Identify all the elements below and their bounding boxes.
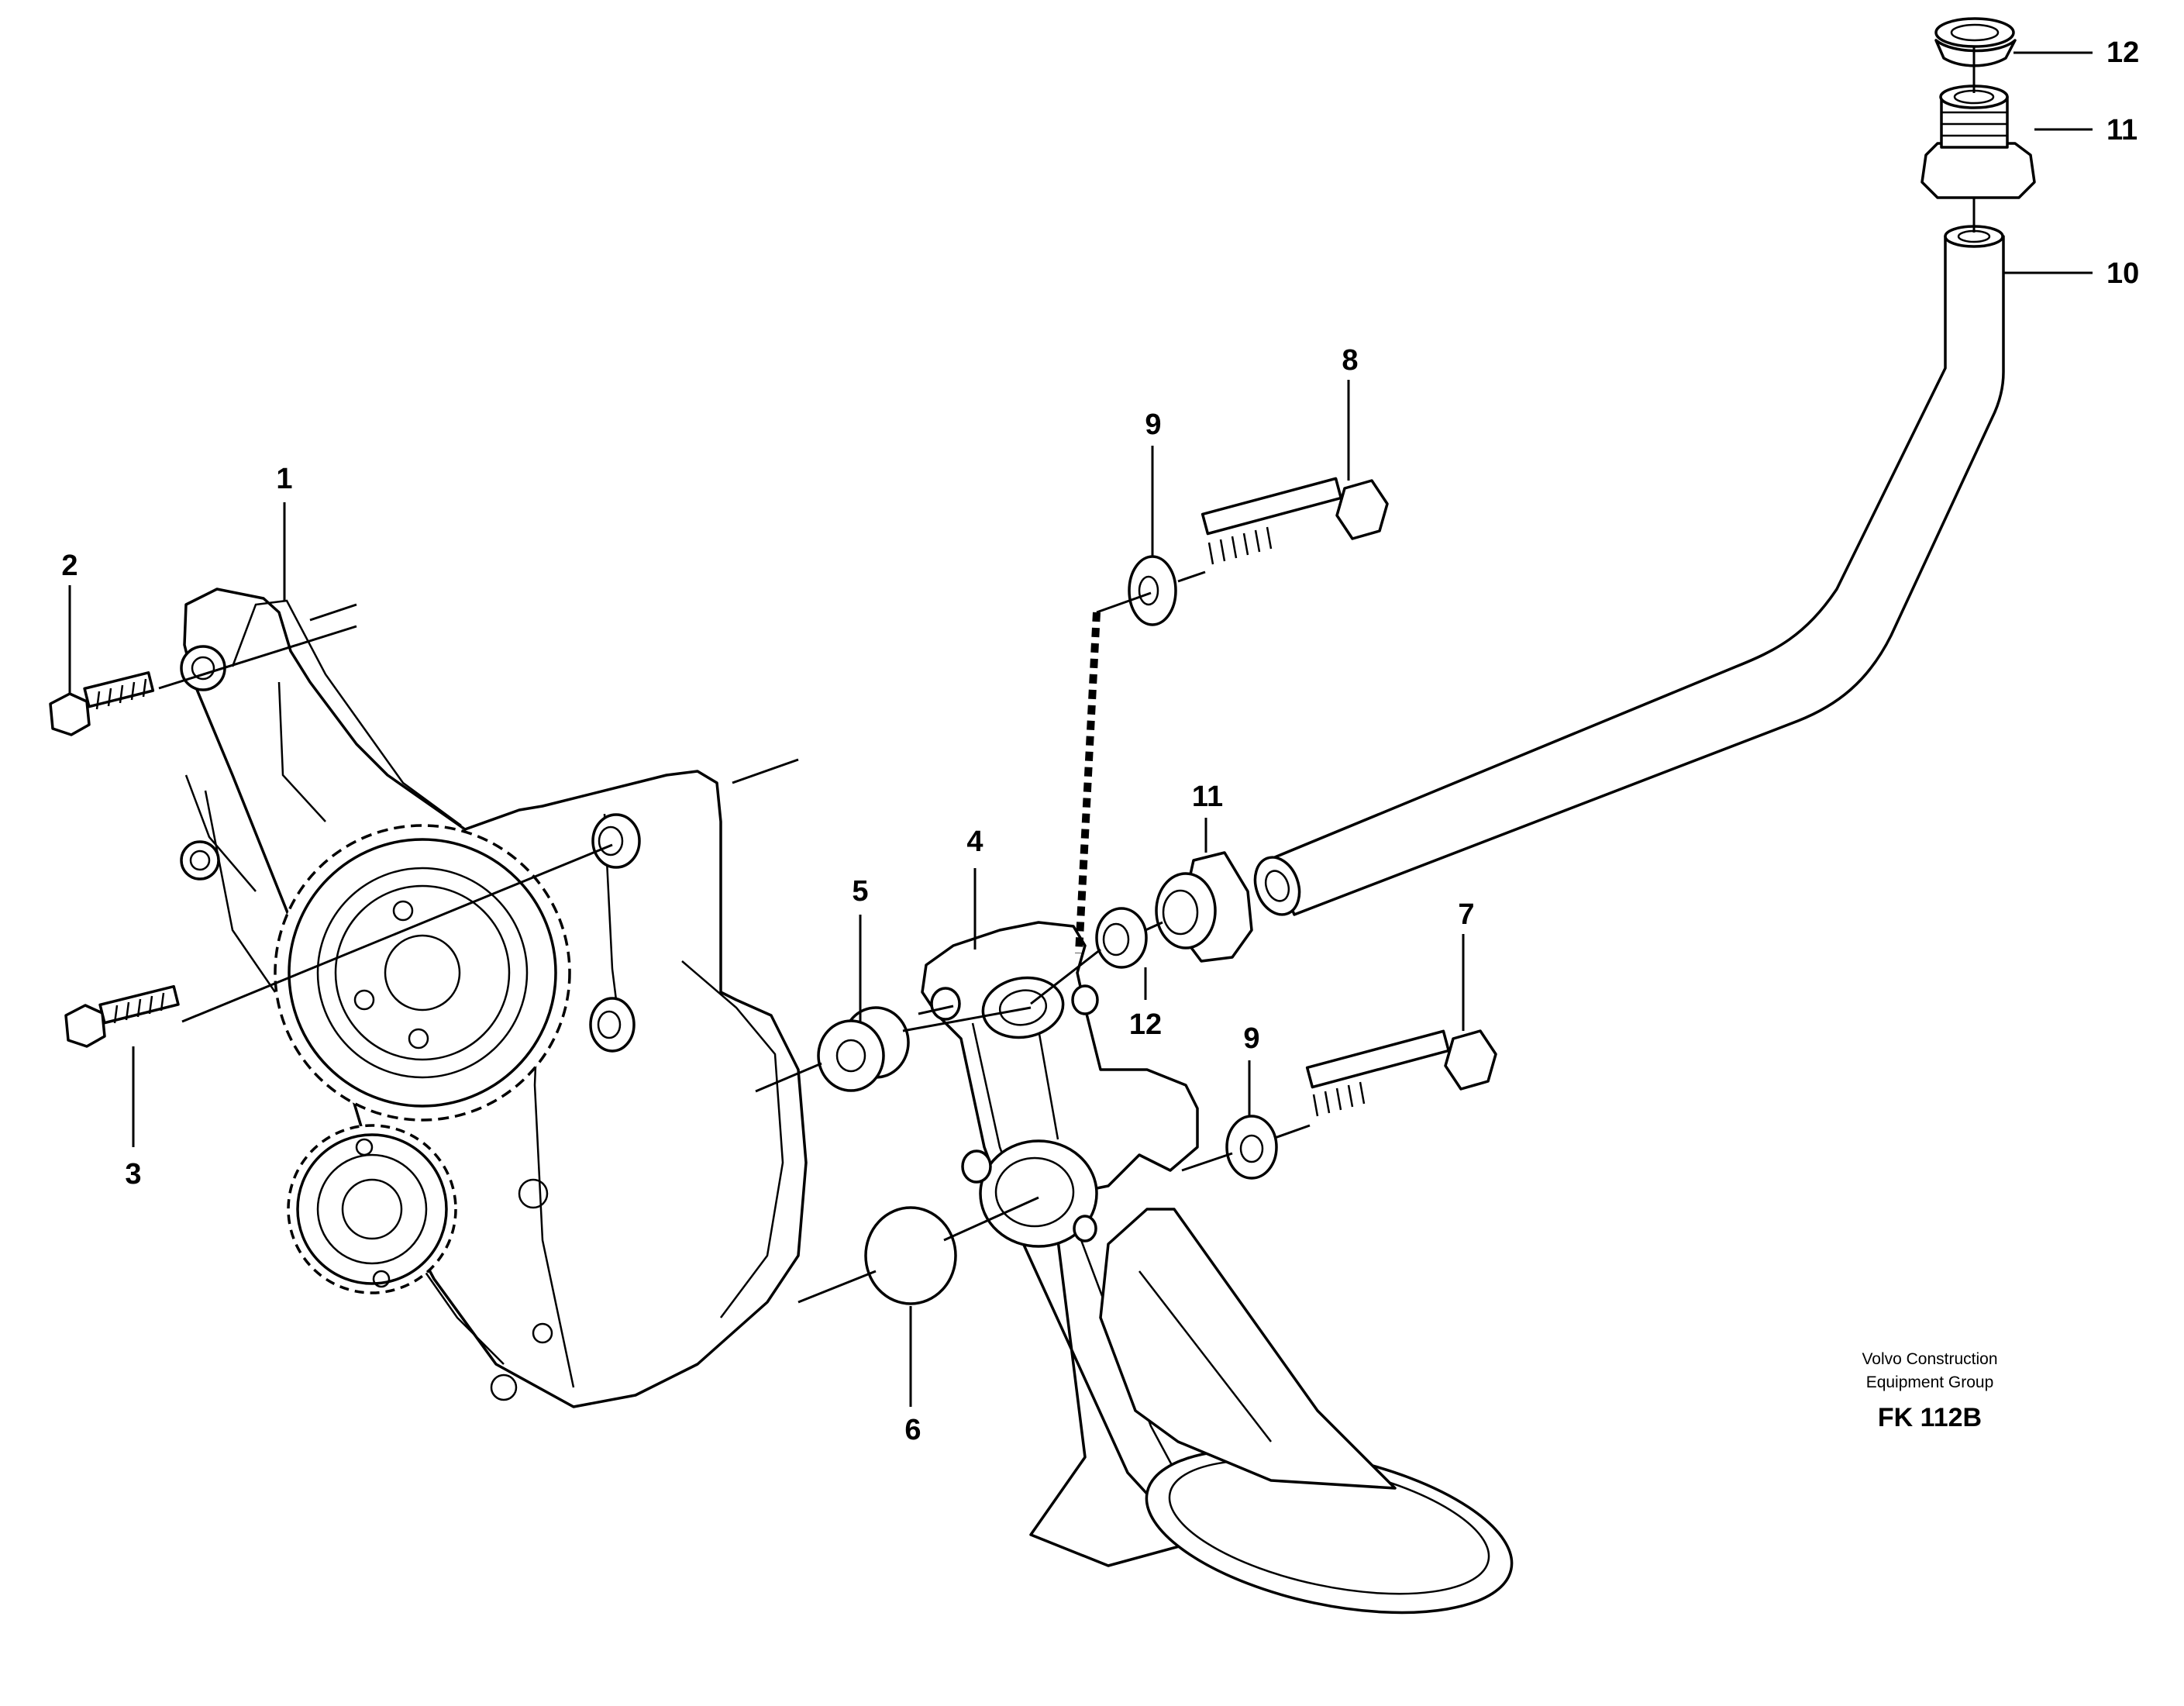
union-nipple-11-middle [1155,851,1253,963]
pump-driven-gear [287,1124,457,1294]
washer-9-top [1128,555,1177,626]
oil-pipe-10 [1253,225,2005,916]
screw-2 [49,671,155,736]
drawing-code: FK 112B [1878,1403,1982,1432]
sleeve-5 [817,1006,910,1092]
callout-9-bottom: 9 [1243,1022,1259,1055]
union-nipple-11-top [1920,84,2036,199]
callout-labels: 1 2 3 4 5 6 7 8 9 9 10 11 11 12 12 [61,36,2139,1446]
leader-lines [68,51,2093,1407]
callout-11-middle: 11 [1192,781,1223,813]
screw-8 [1201,477,1389,565]
callout-11-top: 11 [2106,114,2137,146]
callout-6: 6 [904,1414,921,1446]
o-ring-6 [864,1206,957,1305]
screw-3 [64,984,180,1048]
callout-10: 10 [2106,257,2139,290]
assembly-centerlines [158,47,1976,1304]
callout-7: 7 [1458,898,1474,931]
callout-12-middle: 12 [1129,1008,1162,1041]
suction-pipe-assembly [921,921,1514,1615]
screw-7 [1305,1029,1497,1117]
callout-5: 5 [852,875,868,908]
washer-9-bottom [1225,1115,1278,1180]
pump-drive-gear [274,824,571,1122]
credit-line-2: Equipment Group [1866,1373,1994,1391]
callout-3: 3 [125,1158,141,1191]
callout-1: 1 [276,463,292,495]
seal-ring-12-middle [1095,907,1148,969]
credit-line-1: Volvo Construction [1862,1350,1997,1368]
callout-9-top: 9 [1145,408,1161,441]
callout-2: 2 [61,550,78,582]
callout-8: 8 [1342,344,1358,377]
callout-12-top: 12 [2106,36,2139,69]
drawing-credit: Volvo Construction Equipment Group FK 11… [1862,1350,1997,1432]
callout-4: 4 [966,825,983,858]
seal-ring-12-top [1934,17,2017,67]
